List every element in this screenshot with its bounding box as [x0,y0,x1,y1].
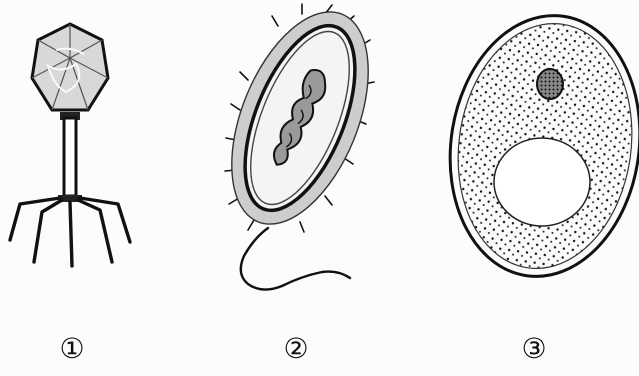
bacterium-illustration [204,0,395,290]
label-phage: ① [52,333,92,365]
phage-tail-fibers [10,198,130,266]
label-bacterium: ② [276,333,316,365]
phage-tail [64,118,76,196]
cell-illustration [434,3,639,289]
bacterium-flagellum [241,228,350,290]
label-cell: ③ [514,333,554,365]
cell-vacuole [494,138,590,226]
bacteriophage-illustration [10,24,130,266]
cell-nucleus [537,69,563,99]
bacterium-body [204,0,395,244]
